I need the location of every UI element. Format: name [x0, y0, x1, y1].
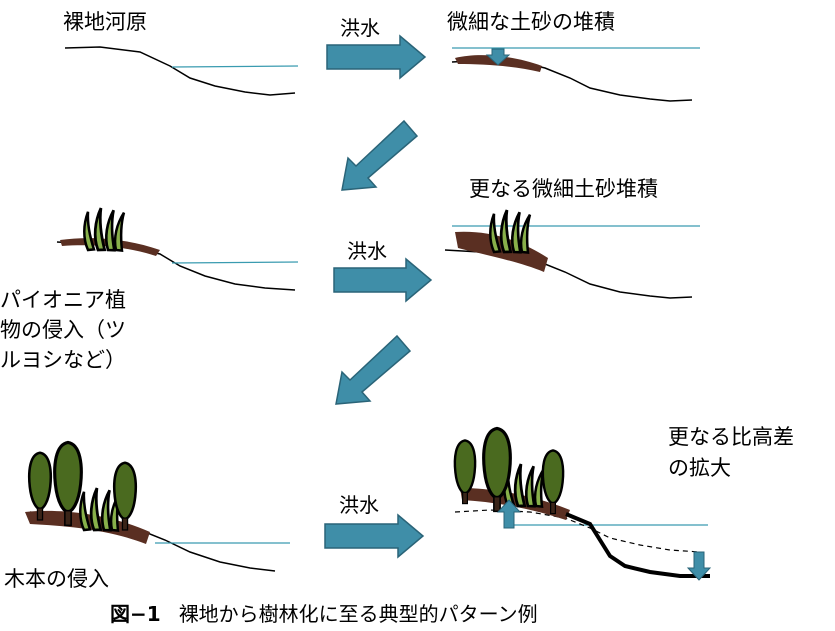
label-pioneer-line-1: パイオニア植 — [0, 288, 126, 312]
eroded-channel-profile — [565, 512, 710, 578]
panel-bare-riverbed — [64, 46, 299, 96]
riverbed-profile — [64, 46, 296, 96]
label-pioneer-line-2: 物の侵入（ツ — [0, 318, 126, 342]
flood-arrow-2 — [333, 257, 433, 303]
panel-fine-deposit — [451, 47, 700, 102]
label-flood-1: 洪水 — [340, 16, 380, 40]
tree-icon — [27, 451, 53, 522]
uplift-arrow — [496, 499, 522, 529]
sediment-layer — [455, 231, 548, 272]
deposition-arrow — [485, 48, 511, 66]
flood-arrow-3 — [324, 513, 425, 559]
label-more-deposit: 更なる微細土砂堆積 — [469, 177, 658, 201]
figure-caption: 図−1 裸地から樹林化に至る典型的パターン例 — [110, 598, 538, 627]
label-height-line-2: の拡大 — [668, 456, 731, 480]
diagonal-arrow-2 — [335, 334, 412, 405]
panel-more-deposit — [444, 208, 700, 299]
reed-cluster — [486, 208, 534, 254]
label-flood-3: 洪水 — [339, 493, 379, 517]
label-height-line-1: 更なる比高差 — [668, 425, 794, 449]
label-bare-riverbed: 裸地河原 — [63, 10, 147, 34]
label-flood-2: 洪水 — [347, 239, 387, 263]
flood-arrow-1 — [326, 34, 427, 80]
label-fine-deposit: 微細な土砂の堆積 — [447, 10, 615, 34]
panel-woody-plants — [25, 440, 290, 572]
panel-pioneer-plants — [56, 206, 299, 291]
water-level-line — [171, 261, 299, 264]
diagonal-arrow-1 — [341, 119, 419, 191]
figure-number: 図−1 — [110, 602, 161, 626]
panel-height-increase — [453, 426, 712, 581]
sediment-layer — [460, 488, 570, 520]
incision-arrow — [686, 551, 712, 581]
water-level-line — [171, 65, 299, 68]
label-woody-plants: 木本の侵入 — [4, 567, 109, 591]
riverbed-profile — [451, 59, 693, 102]
riverbed-profile — [444, 249, 693, 299]
label-pioneer-line-3: ルヨシなど） — [0, 348, 126, 372]
figure-caption-text: 裸地から樹林化に至る典型的パターン例 — [178, 602, 538, 626]
reed-cluster — [80, 206, 128, 252]
previous-bed-profile — [454, 509, 701, 553]
